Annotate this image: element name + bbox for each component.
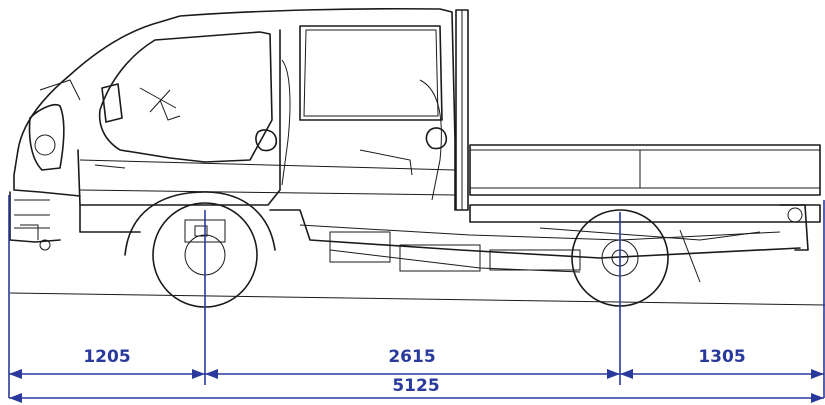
ground-line bbox=[9, 292, 825, 306]
dimension-lines bbox=[8, 195, 825, 403]
cab bbox=[9, 7, 469, 243]
cargo-bed bbox=[469, 144, 821, 223]
front-overhang-label: 1205 bbox=[83, 347, 130, 367]
chassis bbox=[20, 204, 809, 283]
overall-length-label: 5125 bbox=[392, 376, 439, 396]
front-wheel bbox=[124, 191, 276, 308]
wheelbase-label: 2615 bbox=[388, 347, 435, 367]
rear-overhang-label: 1305 bbox=[698, 347, 745, 367]
